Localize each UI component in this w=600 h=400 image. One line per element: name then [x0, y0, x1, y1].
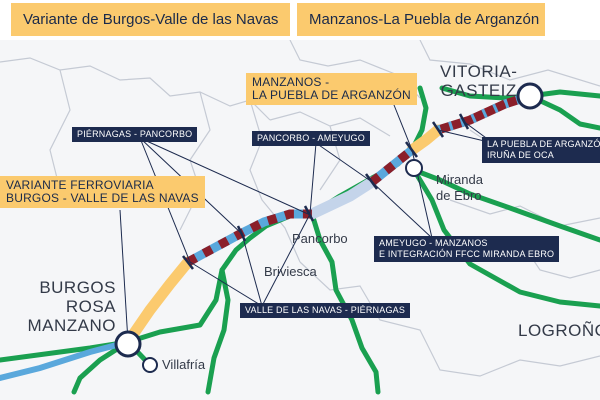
city-briviesca: Briviesca: [264, 264, 317, 279]
city-miranda: Miranda de Ebro: [436, 172, 483, 204]
label-variante-ferroviaria: VARIANTE FERROVIARIA BURGOS - VALLE DE L…: [0, 176, 205, 208]
light-blue-rail-segment: [306, 176, 378, 220]
city-vitoria: VITORIA- GASTEIZ: [440, 62, 517, 100]
villafria-marker: [142, 357, 158, 373]
label-ameyugo-line1: AMEYUGO - MANZANOS: [379, 238, 488, 248]
city-burgos-line1: BURGOS: [39, 278, 116, 297]
city-villafria: Villafría: [162, 357, 206, 372]
label-variante-line2: BURGOS - VALLE DE LAS NAVAS: [6, 191, 199, 205]
label-pancorbo-ameyugo: PANCORBO - AMEYUGO: [252, 131, 370, 146]
yellow-rail-segment-miranda: [406, 124, 444, 156]
city-burgos-line3: MANZANO: [27, 316, 116, 335]
label-piernagas-pancorbo: PIÉRNAGAS - PANCORBO: [72, 127, 198, 142]
city-miranda-line1: Miranda: [436, 172, 483, 187]
city-vitoria-line1: VITORIA-: [440, 62, 518, 81]
city-logrono: LOGROÑO: [518, 321, 600, 340]
label-puebla-line1: LA PUEBLA DE ARGANZÓN -: [487, 139, 600, 149]
city-markers: [114, 82, 544, 373]
city-burgos-line2: ROSA: [65, 297, 116, 316]
label-manzanos-puebla: MANZANOS - LA PUEBLA DE ARGANZÓN: [246, 73, 417, 105]
miranda-marker: [405, 159, 423, 177]
label-manzanos-line1: MANZANOS -: [252, 75, 330, 89]
label-valle-navas: VALLE DE LAS NAVAS - PIÉRNAGAS: [240, 303, 411, 318]
label-puebla-iruna: LA PUEBLA DE ARGANZÓN - IRUÑA DE OCA: [482, 137, 600, 163]
burgos-marker: [114, 330, 142, 358]
city-vitoria-line2: GASTEIZ: [440, 81, 517, 100]
yellow-rail-segment: [122, 256, 194, 348]
blue-rail-segment: [0, 339, 131, 381]
tab-variante-burgos[interactable]: Variante de Burgos-Valle de las Navas: [11, 3, 290, 36]
vitoria-marker: [516, 82, 544, 110]
city-miranda-line2: de Ebro: [436, 188, 482, 203]
label-ameyugo-manzanos: AMEYUGO - MANZANOS E INTEGRACIÓN FFCC MI…: [374, 236, 560, 262]
label-puebla-line2: IRUÑA DE OCA: [487, 150, 554, 160]
tab-bar: Variante de Burgos-Valle de las Navas Ma…: [0, 0, 600, 40]
label-variante-line1: VARIANTE FERROVIARIA: [6, 178, 154, 192]
label-manzanos-line2: LA PUEBLA DE ARGANZÓN: [252, 88, 411, 102]
tab-manzanos-puebla[interactable]: Manzanos-La Puebla de Arganzón: [297, 3, 545, 36]
label-ameyugo-line2: E INTEGRACIÓN FFCC MIRANDA EBRO: [379, 249, 555, 259]
city-burgos: BURGOS ROSA MANZANO: [6, 278, 116, 335]
city-pancorbo: Pancorbo: [292, 231, 348, 246]
